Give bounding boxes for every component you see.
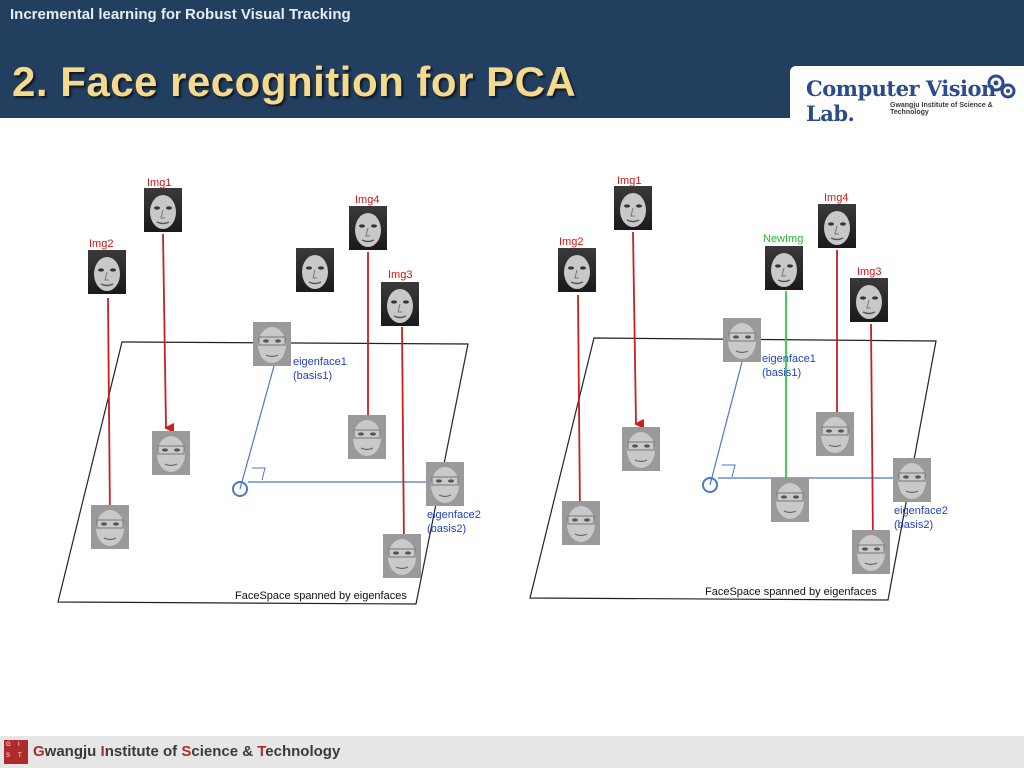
gist-logo-icon: G I S T [4,740,28,764]
right-eigenface2-image [892,457,932,503]
left-eigenface2-label: eigenface2 [427,509,481,521]
left-img3-face [380,281,420,327]
right-arrow-img2 [577,294,589,521]
footer-text-echnology: echnology [265,743,341,760]
footer-letter-g: G [33,743,45,760]
left-img3-projection [382,533,422,579]
right-right-angle-mark [722,464,736,478]
left-img2-projection [90,504,130,550]
right-img3-label: Img3 [857,266,881,278]
left-caption: FaceSpace spanned by eigenfaces [235,590,407,602]
footer-text-cience: cience & [191,743,258,760]
right-eigenface1-image [722,317,762,363]
left-origin-marker [232,481,248,497]
left-basis1-line [239,365,275,490]
right-newimg-projection [770,477,810,523]
slide-title: 2. Face recognition for PCA [12,58,577,105]
right-newimg-face [764,245,804,291]
left-arrow-img2 [107,297,119,525]
lab-logo: Computer Vision Lab. Gwangju Institute o… [790,66,1024,126]
left-img4-projection [347,414,387,460]
right-img4-projection [815,411,855,457]
footer-letter-i: I [100,743,105,760]
left-img2-face [87,249,127,295]
right-eigenface2-label: eigenface2 [894,505,948,517]
lab-logo-text: Computer Vision Lab. [806,76,996,126]
right-basis2-label: (basis2) [894,519,933,531]
right-arrow-img1 [632,231,645,429]
lab-logo-icon [987,74,1016,99]
right-img2-face [557,247,597,293]
right-eigenface1-label: eigenface1 [762,353,816,365]
institution-name: Gwangju Institute of Science & Technolog… [33,743,340,760]
footer-letter-s: S [181,743,192,760]
right-origin-marker [702,477,718,493]
right-facespace-plane [529,337,937,601]
right-img1-label: Img1 [617,175,641,187]
right-img2-label: Img2 [559,236,583,248]
right-img2-projection [561,500,601,546]
left-basis2-label: (basis2) [427,523,466,535]
left-img1-face [143,187,183,233]
right-basis1-label: (basis1) [762,367,801,379]
left-facespace-plane [57,341,469,605]
right-newimg-label: NewImg [763,233,803,245]
footer-text-nstitute: nstitute of [104,743,182,760]
left-right-angle-mark [252,467,266,481]
left-img4-label: Img4 [355,194,379,206]
right-img3-projection [851,529,891,575]
left-basis1-label: (basis1) [293,370,332,382]
lab-logo-subtext: Gwangju Institute of Science & Technolog… [890,102,993,116]
left-eigenface1-image [252,321,292,367]
footer-letter-t: T [257,743,266,760]
left-img4-face [348,205,388,251]
left-img1-label: Img1 [147,177,171,189]
right-img3-face [849,277,889,323]
right-img1-projection [621,426,661,472]
presentation-subtitle: Incremental learning for Robust Visual T… [10,6,351,23]
right-img4-label: Img4 [824,192,848,204]
right-caption: FaceSpace spanned by eigenfaces [705,586,877,598]
left-img1-projection [151,430,191,476]
footer-bar [0,736,1024,768]
left-arrow-img1 [162,233,175,433]
left-diagram: Img1 Img2 Img4 Img3 eigenface1 (basis1) … [57,177,481,605]
right-diagram: Img1 Img2 Img4 Img3 NewImg eigenface1 (b… [529,175,948,601]
right-basis1-line [709,361,743,486]
footer-text-wangju: wangju [44,743,101,760]
left-eigenface1-label: eigenface1 [293,356,347,368]
left-extra-face [295,247,335,293]
pca-diagram-canvas: Img1 Img2 Img4 Img3 eigenface1 (basis1) … [57,175,948,605]
left-img2-label: Img2 [89,238,113,250]
left-eigenface2-image [425,461,465,507]
left-arrow-img3 [401,326,413,553]
left-img3-label: Img3 [388,269,412,281]
right-img4-face [817,203,857,249]
right-arrow-img3 [870,323,882,549]
right-img1-face [613,185,653,231]
